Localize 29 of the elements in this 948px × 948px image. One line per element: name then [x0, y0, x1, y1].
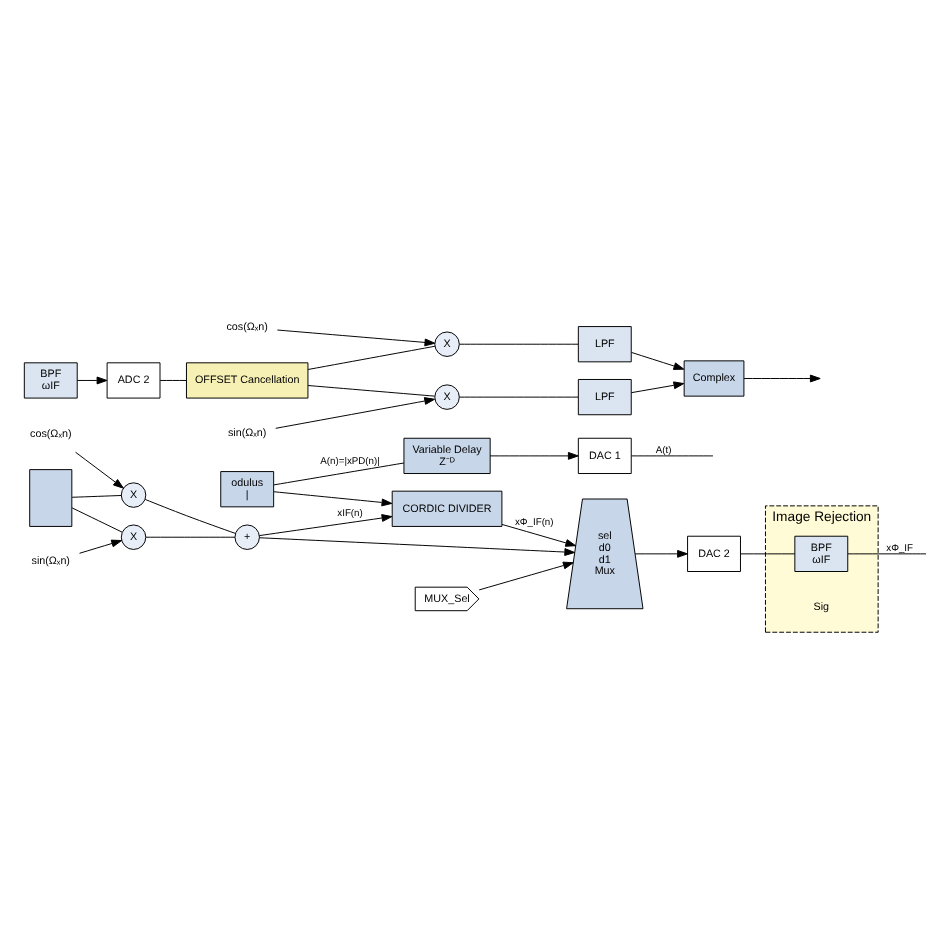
- connector: [631, 454, 714, 456]
- arrow: [275, 396, 436, 428]
- connector: [847, 552, 927, 554]
- arrow: [259, 536, 576, 555]
- connector: [273, 461, 405, 485]
- arrow: [634, 548, 688, 557]
- arrow: [75, 450, 124, 488]
- arrow: [501, 522, 577, 546]
- arrow: [79, 538, 123, 553]
- arrow: [76, 375, 108, 384]
- node-box: [29, 468, 73, 526]
- arrow: [478, 560, 574, 590]
- connector: [307, 384, 436, 396]
- connector: [740, 552, 796, 554]
- connector: [459, 342, 579, 344]
- arrow: [258, 513, 393, 536]
- connector: [145, 535, 236, 537]
- connector: [144, 497, 236, 533]
- connector: [71, 506, 123, 532]
- arrow: [631, 350, 685, 369]
- arrow: [743, 373, 821, 382]
- connector: [71, 494, 122, 497]
- arrow: [489, 451, 579, 459]
- connector: [307, 344, 436, 369]
- arrow: [276, 328, 436, 346]
- connector: [159, 378, 187, 380]
- connector: [459, 395, 579, 397]
- arrow: [273, 490, 393, 506]
- arrow: [631, 380, 685, 393]
